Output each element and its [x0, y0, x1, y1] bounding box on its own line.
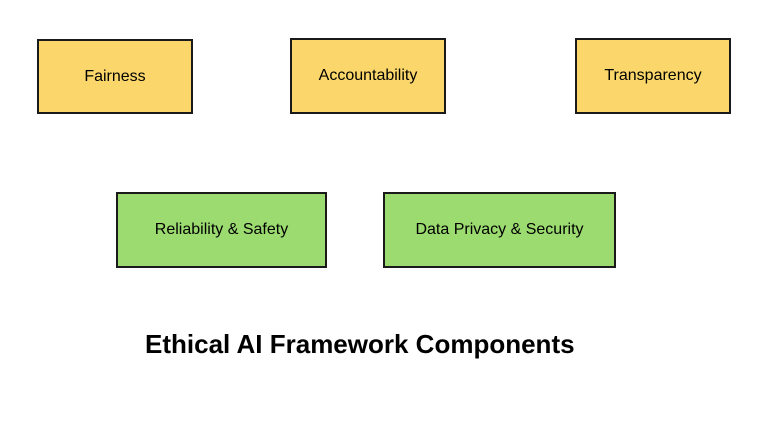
diagram-title: Ethical AI Framework Components [145, 329, 575, 359]
node-fairness-label: Fairness [84, 67, 146, 85]
node-transparency-label: Transparency [604, 67, 702, 85]
node-fairness: Fairness [37, 39, 193, 114]
node-accountability: Accountability [290, 38, 446, 114]
node-data-privacy-security: Data Privacy & Security [383, 192, 616, 268]
node-reliability-safety-label: Reliability & Safety [154, 221, 289, 239]
node-reliability-safety: Reliability & Safety [116, 192, 327, 268]
node-accountability-label: Accountability [318, 67, 418, 85]
node-transparency: Transparency [575, 38, 731, 114]
node-data-privacy-security-label: Data Privacy & Security [415, 221, 584, 239]
